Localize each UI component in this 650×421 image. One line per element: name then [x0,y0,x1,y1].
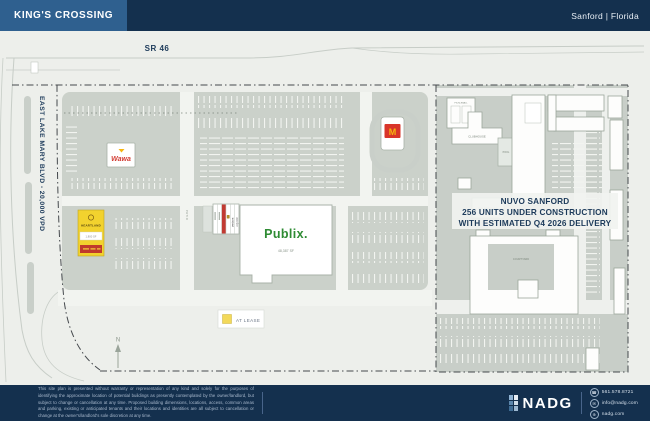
heartland-label: HEARTLAND [81,224,101,228]
wawa-goose-icon [118,149,125,153]
publix-building: Publix. 48,387 SF [239,204,333,284]
red-tenant-sign [221,204,226,234]
building-annotation-box [524,102,542,124]
pool-label: POOL [503,151,510,154]
site-plan-area: SR 46 EAST LAKE MARY BLVD - 20,000 VPD [0,31,650,385]
heartland-logo-icon [88,214,94,221]
heartland-building: HEARTLAND 1,800 SF [77,209,105,257]
disclaimer-text: This site plan is presented without warr… [38,386,254,418]
project-location: Sanford | Florida [571,10,639,21]
web-address: nadg.com [601,411,625,417]
contact-block: ☎ 561.578.8721 ✉ info@nadg.com ⊕ nadg.co… [589,387,640,419]
web-icon: ⊕ [589,409,599,419]
phone-icon: ☎ [589,387,599,397]
footer-divider [580,392,582,414]
publix-logo: Publix. [264,227,308,241]
retail-parking-lot [58,92,432,306]
courtyard-label: COURTYARD [513,257,529,261]
pool-pavilion [457,177,472,190]
liquor-label: LIQUOR [236,217,239,227]
stall-dividers [217,204,235,234]
nuvo-parcel: PICKLEBALL CLUBHOUSE POOL POOL AMENITY D… [436,85,628,372]
nuvo-parking-stripes [440,120,602,365]
parking-stripes [66,96,424,283]
web-row: ⊕ nadg.com [589,409,638,419]
vacant-suite [79,231,103,241]
east-lake-mary-blvd-road: EAST LAKE MARY BLVD - 20,000 VPD [0,57,85,383]
publix-size-label: 48,387 SF [278,249,294,253]
footer-bar: This site plan is presented without warr… [0,385,650,421]
east-lake-mary-blvd-label: EAST LAKE MARY BLVD - 20,000 VPD [38,96,45,231]
verizon-label: verizon [231,217,235,227]
sr46-label: SR 46 [145,44,170,53]
mcdonalds-sign [384,124,401,138]
project-title: KING'S CROSSING [14,10,114,21]
north-label: N [116,338,120,344]
patio-label: PATIO [185,210,189,221]
nuvo-line2: 256 UNITS UNDER CONSTRUCTION [462,208,608,217]
email-icon: ✉ [589,398,599,408]
ups-store-logo [226,215,230,219]
tiny-sign-marks [214,212,220,220]
north-arrow: N [115,338,121,368]
site-plan-map: SR 46 EAST LAKE MARY BLVD - 20,000 VPD [0,31,650,385]
phone-number: 561.578.8721 [601,389,634,395]
patio-area [202,205,213,233]
at-lease-label: AT LEASE [236,318,260,323]
drive-thru-lane [369,109,421,173]
clubhouse-label: CLUBHOUSE [468,135,486,139]
residential-building-3 [469,229,579,315]
nuvo-text-block: NUVO SANFORD 256 UNITS UNDER CONSTRUCTIO… [452,193,618,229]
north-arrow-head [115,344,121,352]
shops-strip-building: PATIO verizon LIQUOR [185,203,240,235]
small-outbuilding [607,95,623,119]
suite-size-label: 1,800 SF [86,234,97,238]
phone-row: ☎ 561.578.8721 [589,387,638,397]
property-boundary [12,84,629,373]
nadg-flag-icon [508,395,518,411]
nuvo-line3: WITH ESTIMATED Q4 2026 DELIVERY [459,219,612,228]
golden-arches-icon: M [389,127,397,137]
nadg-brand: NADG [508,394,573,412]
red-sign-text-marks [83,248,101,250]
signal-box [30,61,39,74]
residential-building-2 [547,94,605,132]
footer-divider [262,392,263,414]
road-medians [24,96,34,314]
project-name-badge: KING'S CROSSING [0,0,128,31]
header-bar: KING'S CROSSING Sanford | Florida [0,0,650,31]
wawa-logo: Wawa [111,156,131,163]
at-lease-swatch [222,314,232,324]
email-address: info@nadg.com [601,400,638,406]
courtyard-amenity-box [517,279,539,299]
sr46-road [6,45,645,71]
nadg-logo: NADG [522,394,573,412]
pickleball-label: PICKLEBALL [454,102,468,105]
wawa-building: Wawa [106,142,136,168]
at-lease-legend: AT LEASE [217,309,265,329]
email-row: ✉ info@nadg.com [589,398,638,408]
nuvo-line1: NUVO SANFORD [501,197,570,206]
drive-aisles [58,92,432,306]
clubhouse-building [451,111,503,145]
mcdonalds-building: M [369,109,421,173]
